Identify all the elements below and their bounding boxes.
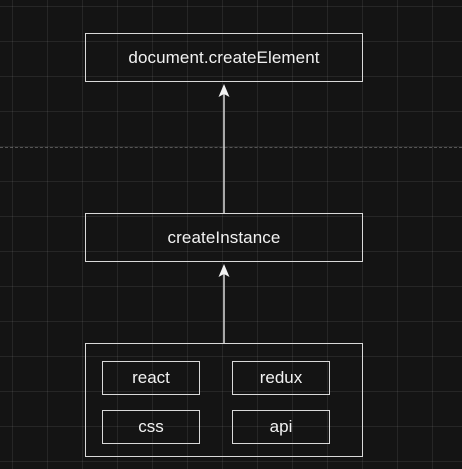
document-create-element-box[interactable]: document.createElement bbox=[85, 33, 363, 82]
react-label: react bbox=[132, 368, 170, 387]
create-instance-label: createInstance bbox=[167, 227, 281, 247]
css-label: css bbox=[138, 417, 164, 436]
create-instance-box[interactable]: createInstance bbox=[85, 213, 363, 262]
dashed-separator bbox=[0, 147, 462, 148]
arrow-group-to-instance bbox=[218, 264, 230, 343]
redux-box[interactable]: redux bbox=[232, 361, 330, 395]
arrowhead-icon bbox=[218, 84, 230, 97]
source-group-box[interactable]: react redux css api bbox=[85, 343, 363, 457]
document-create-element-label: document.createElement bbox=[128, 47, 320, 67]
css-box[interactable]: css bbox=[102, 410, 200, 444]
redux-label: redux bbox=[259, 368, 303, 387]
api-box[interactable]: api bbox=[232, 410, 330, 444]
api-label: api bbox=[269, 417, 293, 436]
react-box[interactable]: react bbox=[102, 361, 200, 395]
arrow-instance-to-element bbox=[218, 84, 230, 213]
arrowhead-icon bbox=[218, 264, 230, 277]
